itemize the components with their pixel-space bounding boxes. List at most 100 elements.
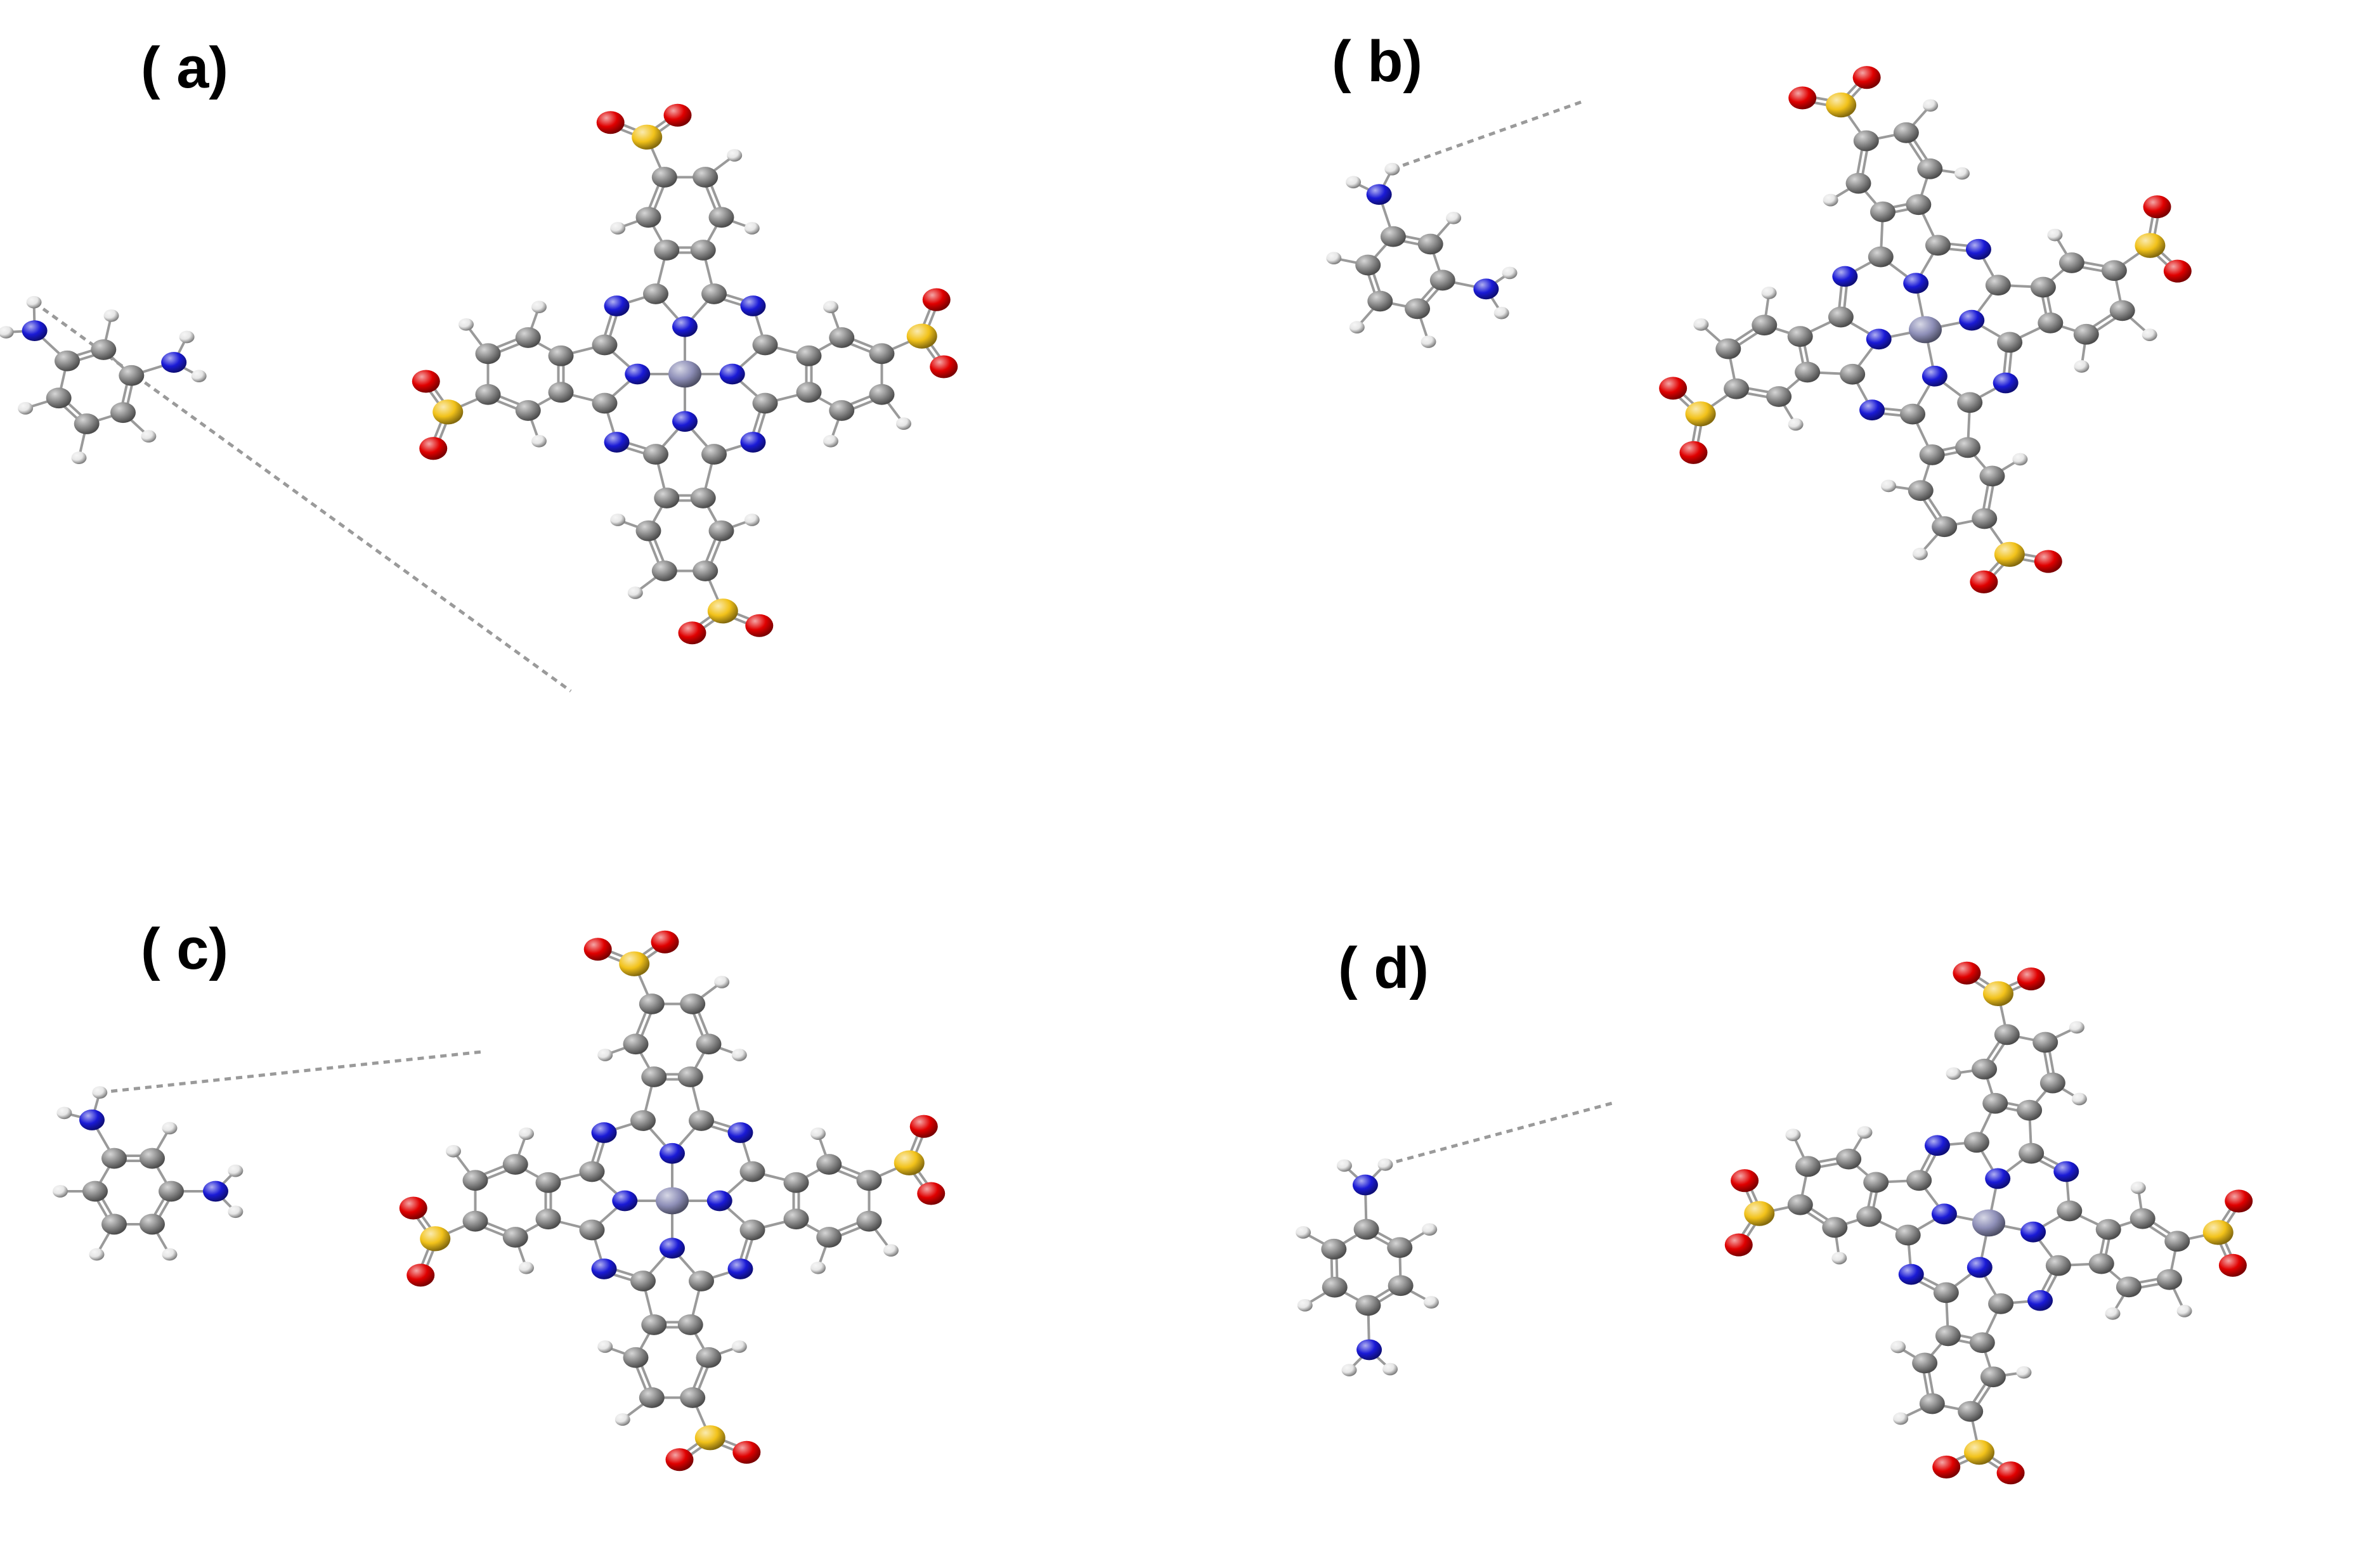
carbon-atom — [1958, 1401, 1984, 1422]
carbon-atom — [548, 382, 574, 403]
sulfur-atom — [632, 124, 663, 150]
carbon-atom — [869, 343, 895, 365]
carbon-atom — [1822, 1217, 1848, 1238]
carbon-atom — [708, 520, 734, 541]
carbon-atom — [1972, 1058, 1998, 1080]
oxygen-atom — [909, 1115, 938, 1138]
hydrogen-atom — [823, 434, 838, 448]
nitrogen-atom — [660, 1142, 685, 1164]
nitrogen-atom — [660, 1238, 685, 1259]
carbon-atom — [1925, 235, 1951, 256]
carbon-atom — [783, 1172, 809, 1193]
oxygen-atom — [665, 1448, 694, 1472]
nitrogen-atom — [1931, 1203, 1957, 1225]
sulfur-atom — [894, 1150, 925, 1175]
carbon-atom — [2088, 1253, 2114, 1274]
oxygen-atom — [596, 111, 625, 134]
sulfur-atom — [694, 1425, 725, 1451]
metal-atom — [656, 1187, 689, 1215]
hydrogen-atom — [714, 976, 730, 988]
hydrogen-atom — [228, 1205, 244, 1219]
sulfur-atom — [2202, 1220, 2234, 1245]
carbon-atom — [1845, 172, 1871, 194]
hydrogen-atom — [2012, 453, 2028, 466]
hydrogen-atom — [89, 1248, 105, 1261]
hydrogen-atom — [1377, 1158, 1393, 1171]
hydrogen-atom — [610, 222, 626, 235]
oxygen-atom — [2218, 1253, 2247, 1277]
carbon-atom — [1972, 508, 1998, 529]
carbon-atom — [677, 1066, 703, 1087]
hydrogen-atom — [179, 330, 195, 344]
sulfur-atom — [619, 951, 650, 976]
metal-atom — [668, 360, 701, 388]
hydrogen-bond-dashed-line — [1384, 1101, 1615, 1167]
hydrogen-atom — [2130, 1181, 2146, 1194]
carbon-atom — [1980, 1366, 2006, 1388]
carbon-atom — [1988, 1293, 2014, 1314]
nitrogen-atom — [672, 316, 698, 337]
carbon-atom — [635, 520, 661, 541]
carbon-atom — [856, 1170, 882, 1191]
nitrogen-atom — [1473, 278, 1499, 300]
nitrogen-atom — [1859, 399, 1885, 421]
hydrogen-atom — [18, 402, 34, 415]
carbon-atom — [1908, 480, 1934, 501]
carbon-atom — [2116, 1276, 2142, 1298]
hydrogen-atom — [744, 222, 760, 235]
oxygen-atom — [1659, 377, 1687, 400]
hydrogen-atom — [1954, 167, 1970, 180]
hydrogen-atom — [896, 417, 911, 430]
hydrogen-atom — [1912, 547, 1928, 560]
carbon-atom — [693, 560, 719, 581]
carbon-atom — [1724, 378, 1750, 399]
carbon-atom — [1963, 1132, 1989, 1153]
panel-label-c: ( c) — [141, 917, 228, 981]
hydrogen-atom — [1823, 193, 1838, 207]
nitrogen-atom — [2027, 1290, 2053, 1311]
carbon-atom — [1863, 1172, 1889, 1193]
carbon-atom — [696, 1033, 722, 1055]
hydrogen-atom — [1349, 321, 1365, 334]
carbon-atom — [1388, 1275, 1414, 1297]
hydrogen-atom — [1788, 418, 1804, 431]
carbon-atom — [475, 384, 501, 405]
carbon-atom — [1935, 1325, 1961, 1347]
oxygen-atom — [922, 288, 951, 311]
carbon-atom — [1893, 122, 1919, 143]
carbon-atom — [1321, 1238, 1347, 1260]
hydrogen-atom — [1326, 252, 1342, 264]
carbon-atom — [1787, 1194, 1813, 1215]
nitrogen-atom — [1866, 328, 1892, 350]
oxygen-atom — [1788, 86, 1817, 110]
carbon-atom — [651, 167, 677, 188]
hydrogen-bond-dashed-line — [100, 1050, 483, 1094]
carbon-atom — [1766, 386, 1792, 407]
carbon-atom — [1387, 1237, 1413, 1258]
nitrogen-atom — [1356, 1339, 1382, 1361]
carbon-atom — [1919, 1393, 1945, 1414]
metal-atom — [1909, 316, 1942, 344]
carbon-atom — [739, 1219, 765, 1241]
oxygen-atom — [1970, 570, 1998, 593]
hydrogen-atom — [1893, 1412, 1909, 1425]
carbon-atom — [46, 387, 72, 409]
hydrogen-atom — [2071, 1092, 2087, 1106]
oxygen-atom — [2163, 259, 2192, 283]
carbon-atom — [690, 240, 716, 261]
oxygen-atom — [917, 1182, 946, 1205]
carbon-atom — [119, 365, 145, 386]
carbon-atom — [1994, 1024, 2020, 1045]
hydrogen-atom — [727, 149, 743, 162]
carbon-atom — [462, 1170, 488, 1191]
carbon-atom — [101, 1213, 127, 1235]
carbon-atom — [1795, 361, 1821, 383]
carbon-atom — [1917, 158, 1943, 179]
carbon-atom — [643, 283, 668, 304]
carbon-atom — [592, 334, 618, 356]
carbon-atom — [623, 1033, 649, 1055]
hydrogen-atom — [2142, 328, 2157, 341]
oxygen-atom — [2017, 967, 2045, 991]
carbon-atom — [91, 339, 117, 360]
carbon-atom — [654, 488, 680, 508]
